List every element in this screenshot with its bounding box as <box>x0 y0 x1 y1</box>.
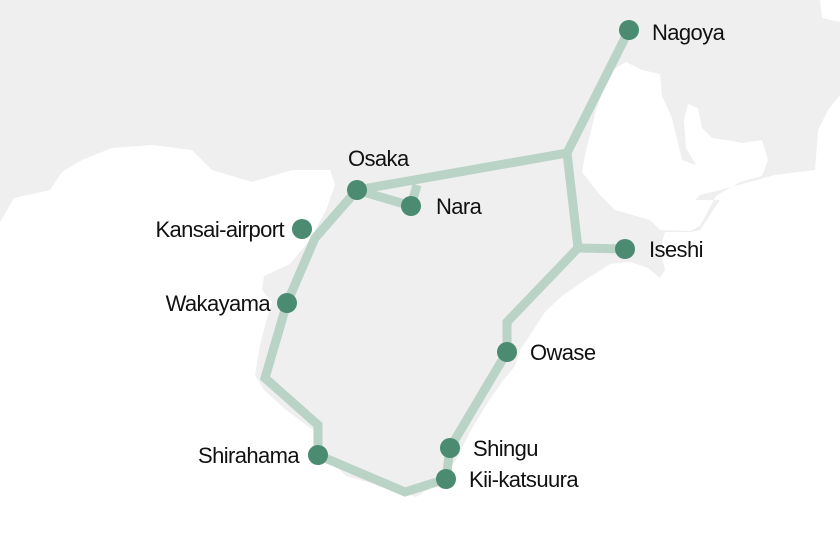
station-label-nagoya: Nagoya <box>652 20 726 45</box>
station-dot-kii-katsuura[interactable] <box>436 469 456 489</box>
station-label-iseshi: Iseshi <box>649 237 703 262</box>
station-dot-shingu[interactable] <box>440 438 460 458</box>
land-mass <box>0 0 840 497</box>
station-label-osaka: Osaka <box>348 146 410 171</box>
station-label-kii-katsuura: Kii-katsuura <box>469 467 579 492</box>
station-dot-shirahama[interactable] <box>308 445 328 465</box>
station-dot-nara[interactable] <box>401 196 421 216</box>
station-label-shingu: Shingu <box>473 436 538 461</box>
route-kisei-west <box>259 187 361 455</box>
station-label-owase: Owase <box>530 340 596 365</box>
station-dot-owase[interactable] <box>497 342 517 362</box>
station-label-kansai-airport: Kansai-airport <box>155 217 284 242</box>
station-dot-iseshi[interactable] <box>615 239 635 259</box>
station-dot-wakayama[interactable] <box>277 293 297 313</box>
station-label-nara: Nara <box>436 194 483 219</box>
station-dot-osaka[interactable] <box>347 180 367 200</box>
station-dot-nagoya[interactable] <box>619 20 639 40</box>
station-dot-kansai-airport[interactable] <box>292 219 312 239</box>
station-label-shirahama: Shirahama <box>198 443 300 468</box>
station-label-wakayama: Wakayama <box>166 291 272 316</box>
